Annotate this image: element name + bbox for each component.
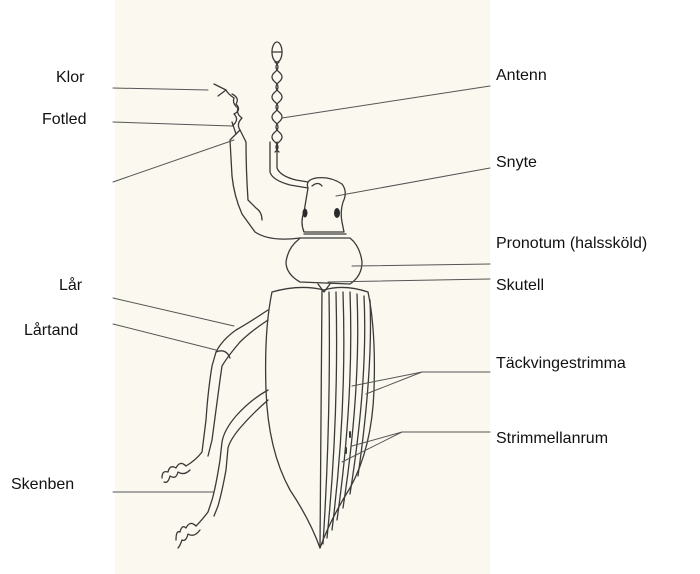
- hind-leg-illustration: [176, 390, 268, 548]
- label-lartand: Lårtand: [24, 322, 78, 340]
- label-pronotum: Pronotum (halssköld): [496, 235, 647, 253]
- label-strimmellanrum: Strimmellanrum: [496, 430, 608, 448]
- leader-skutell: [328, 279, 490, 282]
- leader-lines: [113, 86, 490, 492]
- leader-tackvinge-a: [352, 372, 490, 386]
- leader-fotled: [113, 122, 232, 126]
- scutellum-illustration: [318, 284, 330, 292]
- label-snyte: Snyte: [496, 154, 537, 172]
- leader-klor: [113, 88, 208, 90]
- label-skenben: Skenben: [11, 476, 74, 494]
- front-leg-illustration: [214, 84, 300, 239]
- leader-antenn: [282, 86, 490, 118]
- head-illustration: [302, 178, 345, 232]
- elytra-illustration: [266, 287, 375, 548]
- label-tackvingestrimma: Täckvingestrimma: [496, 355, 626, 373]
- pronotum-illustration: [286, 234, 362, 284]
- label-skutell: Skutell: [496, 277, 544, 295]
- leader-pronotum: [352, 264, 490, 266]
- label-antenn: Antenn: [496, 67, 547, 85]
- label-lar: Lår: [59, 277, 82, 295]
- leader-lar: [113, 298, 234, 326]
- middle-leg-illustration: [162, 310, 268, 482]
- label-fotled: Fotled: [42, 111, 86, 129]
- leader-snyte: [336, 168, 490, 196]
- leader-lartand: [113, 324, 216, 350]
- label-klor: Klor: [56, 69, 84, 87]
- leader-strimmel-a: [352, 432, 490, 446]
- leader-extra: [113, 140, 234, 182]
